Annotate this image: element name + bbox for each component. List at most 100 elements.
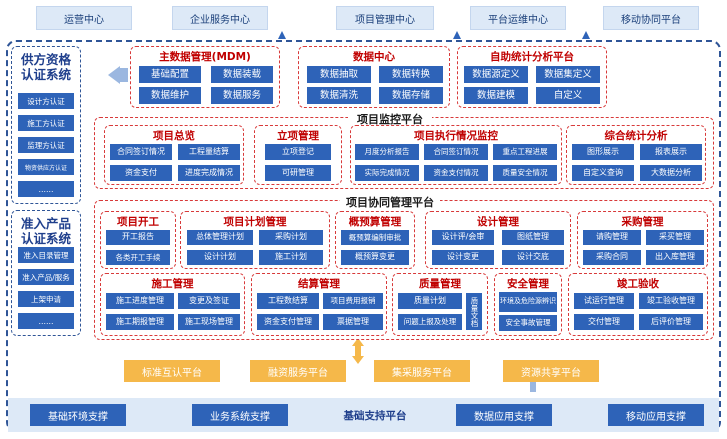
monitor-item[interactable]: 合同签订情况 bbox=[424, 144, 488, 160]
monitor-item[interactable]: 工程量结算 bbox=[178, 144, 240, 160]
list-item[interactable]: …… bbox=[18, 313, 74, 329]
collab-item[interactable]: 竣工验收管理 bbox=[639, 293, 703, 309]
collab-item[interactable]: 工程数结算 bbox=[257, 293, 319, 309]
collab-item[interactable]: 交付管理 bbox=[574, 314, 634, 330]
collab-item[interactable]: 各类开工手续 bbox=[106, 250, 170, 265]
platform-button[interactable]: 集采服务平台 bbox=[374, 360, 470, 382]
list-item[interactable]: 设计方认证 bbox=[18, 93, 74, 109]
list-item[interactable]: 准入产品/服务 bbox=[18, 269, 74, 285]
collab-item[interactable]: 安全事故管理 bbox=[499, 315, 557, 331]
collab-item[interactable]: 总体管理计划 bbox=[187, 230, 253, 245]
monitor-item[interactable]: 质量安全情况 bbox=[493, 165, 557, 181]
collab-item[interactable]: 项目费用报销 bbox=[323, 293, 383, 309]
monitor-item[interactable]: 进度完成情况 bbox=[178, 165, 240, 181]
platform-button[interactable]: 资源共享平台 bbox=[503, 360, 599, 382]
collab-item[interactable]: 设计计划 bbox=[187, 250, 253, 265]
list-item[interactable]: 施工方认证 bbox=[18, 115, 74, 131]
data-center-item[interactable]: 数据转换 bbox=[379, 66, 443, 83]
collab-item[interactable]: 问题上报及处理 bbox=[398, 314, 462, 330]
panel-title: 准入产品认证系统 bbox=[20, 216, 71, 246]
collab-item[interactable]: 后评价管理 bbox=[639, 314, 703, 330]
panel-title: 项目执行情况监控 bbox=[414, 130, 498, 142]
monitor-item[interactable]: 报表展示 bbox=[640, 144, 702, 160]
top-nav-item[interactable]: 项目管理中心 bbox=[336, 6, 434, 30]
collab-item[interactable]: 施工进度管理 bbox=[106, 293, 174, 309]
quality-panel: 质量管理 质量计划 问题上报及处理 质量文档 bbox=[392, 273, 488, 336]
mdm-item[interactable]: 基础配置 bbox=[139, 66, 201, 83]
collab-item[interactable]: 质量文档 bbox=[466, 293, 482, 330]
mdm-item[interactable]: 数据维护 bbox=[139, 87, 201, 104]
panel-title: 概预算管理 bbox=[348, 216, 402, 228]
monitor-item[interactable]: 合同签订情况 bbox=[110, 144, 172, 160]
stats-panel: 综合统计分析 图形展示 报表展示 自定义查询 大数据分析 bbox=[566, 125, 706, 185]
self-analysis-item[interactable]: 自定义 bbox=[536, 87, 600, 104]
list-item[interactable]: 监理方认证 bbox=[18, 137, 74, 153]
collab-item[interactable]: 资金支付管理 bbox=[257, 314, 319, 330]
data-center-panel: 数据中心 数据抽取 数据转换 数据清洗 数据存储 bbox=[298, 46, 450, 108]
monitor-item[interactable]: 图形展示 bbox=[572, 144, 634, 160]
panel-title: 采购管理 bbox=[621, 216, 664, 228]
monitor-item[interactable]: 立项登记 bbox=[265, 144, 331, 160]
panel-title: 质量管理 bbox=[419, 278, 461, 290]
data-center-item[interactable]: 数据存储 bbox=[379, 87, 443, 104]
monitor-item[interactable]: 月度分析报告 bbox=[355, 144, 419, 160]
data-center-item[interactable]: 数据清洗 bbox=[307, 87, 371, 104]
collab-item[interactable]: 质量计划 bbox=[398, 293, 462, 309]
collab-item[interactable]: 开工报告 bbox=[106, 230, 170, 245]
data-center-item[interactable]: 数据抽取 bbox=[307, 66, 371, 83]
collab-item[interactable]: 概预算编制审批 bbox=[341, 230, 409, 245]
collab-item[interactable]: 采购合同 bbox=[583, 250, 641, 265]
self-analysis-item[interactable]: 数据源定义 bbox=[464, 66, 528, 83]
top-nav-item[interactable]: 运营中心 bbox=[36, 6, 132, 30]
collab-item[interactable]: 试运行管理 bbox=[574, 293, 634, 309]
support-item[interactable]: 数据应用支撑 bbox=[456, 404, 552, 426]
collab-item[interactable]: 环境及危险源辨识 bbox=[499, 292, 557, 312]
collab-item[interactable]: 设计评/会审 bbox=[432, 230, 494, 245]
support-item[interactable]: 移动应用支撑 bbox=[608, 404, 704, 426]
top-nav-item[interactable]: 企业服务中心 bbox=[172, 6, 268, 30]
support-title: 基础支持平台 bbox=[343, 410, 407, 422]
plan-panel: 项目计划管理 总体管理计划 采购计划 设计计划 施工计划 bbox=[180, 211, 330, 269]
platform-button[interactable]: 融资服务平台 bbox=[250, 360, 346, 382]
monitor-item[interactable]: 资金支付情况 bbox=[424, 165, 488, 181]
panel-title: 项目总览 bbox=[153, 130, 195, 142]
monitor-item[interactable]: 资金支付 bbox=[110, 165, 172, 181]
collab-item[interactable]: 施工期报管理 bbox=[106, 314, 174, 330]
top-nav-item[interactable]: 平台运维中心 bbox=[470, 6, 566, 30]
panel-title: 安全管理 bbox=[507, 278, 549, 290]
collab-item[interactable]: 施工计划 bbox=[259, 250, 323, 265]
collab-item[interactable]: 变更及签证 bbox=[178, 293, 240, 309]
mdm-item[interactable]: 数据装载 bbox=[211, 66, 273, 83]
collab-item[interactable]: 设计交底 bbox=[502, 250, 564, 265]
panel-title: 数据中心 bbox=[353, 51, 395, 63]
mdm-item[interactable]: 数据服务 bbox=[211, 87, 273, 104]
list-item[interactable]: 物资供应方认证 bbox=[18, 159, 74, 175]
list-item[interactable]: 准入目录管理 bbox=[18, 247, 74, 263]
support-item[interactable]: 基础环境支撑 bbox=[30, 404, 126, 426]
panel-title: 结算管理 bbox=[298, 278, 340, 290]
platform-button[interactable]: 标准互认平台 bbox=[124, 360, 220, 382]
collab-item[interactable]: 采购计划 bbox=[259, 230, 323, 245]
collab-item[interactable]: 采买管理 bbox=[646, 230, 704, 245]
support-item[interactable]: 业务系统支撑 bbox=[192, 404, 288, 426]
collab-item[interactable]: 设计变更 bbox=[432, 250, 494, 265]
monitor-item[interactable]: 大数据分析 bbox=[640, 165, 702, 181]
list-item[interactable]: 上架申请 bbox=[18, 291, 74, 307]
monitor-item[interactable]: 自定义查询 bbox=[572, 165, 634, 181]
start-panel: 项目开工 开工报告 各类开工手续 bbox=[100, 211, 176, 269]
self-analysis-item[interactable]: 数据集定义 bbox=[536, 66, 600, 83]
collab-item[interactable]: 图纸管理 bbox=[502, 230, 564, 245]
list-item[interactable]: …… bbox=[18, 181, 74, 197]
collab-item[interactable]: 请购管理 bbox=[583, 230, 641, 245]
top-nav-item[interactable]: 移动协同平台 bbox=[603, 6, 699, 30]
collab-item[interactable]: 出入库管理 bbox=[646, 250, 704, 265]
self-analysis-item[interactable]: 数据建模 bbox=[464, 87, 528, 104]
panel-title: 项目开工 bbox=[117, 216, 159, 228]
collab-item[interactable]: 票据管理 bbox=[323, 314, 383, 330]
monitor-item[interactable]: 可研管理 bbox=[265, 165, 331, 181]
monitor-item[interactable]: 实际完成情况 bbox=[355, 165, 419, 181]
purchase-panel: 采购管理 请购管理 采买管理 采购合同 出入库管理 bbox=[577, 211, 708, 269]
collab-item[interactable]: 概预算变更 bbox=[341, 250, 409, 265]
monitor-item[interactable]: 重点工程进展 bbox=[493, 144, 557, 160]
collab-item[interactable]: 施工现场管理 bbox=[178, 314, 240, 330]
